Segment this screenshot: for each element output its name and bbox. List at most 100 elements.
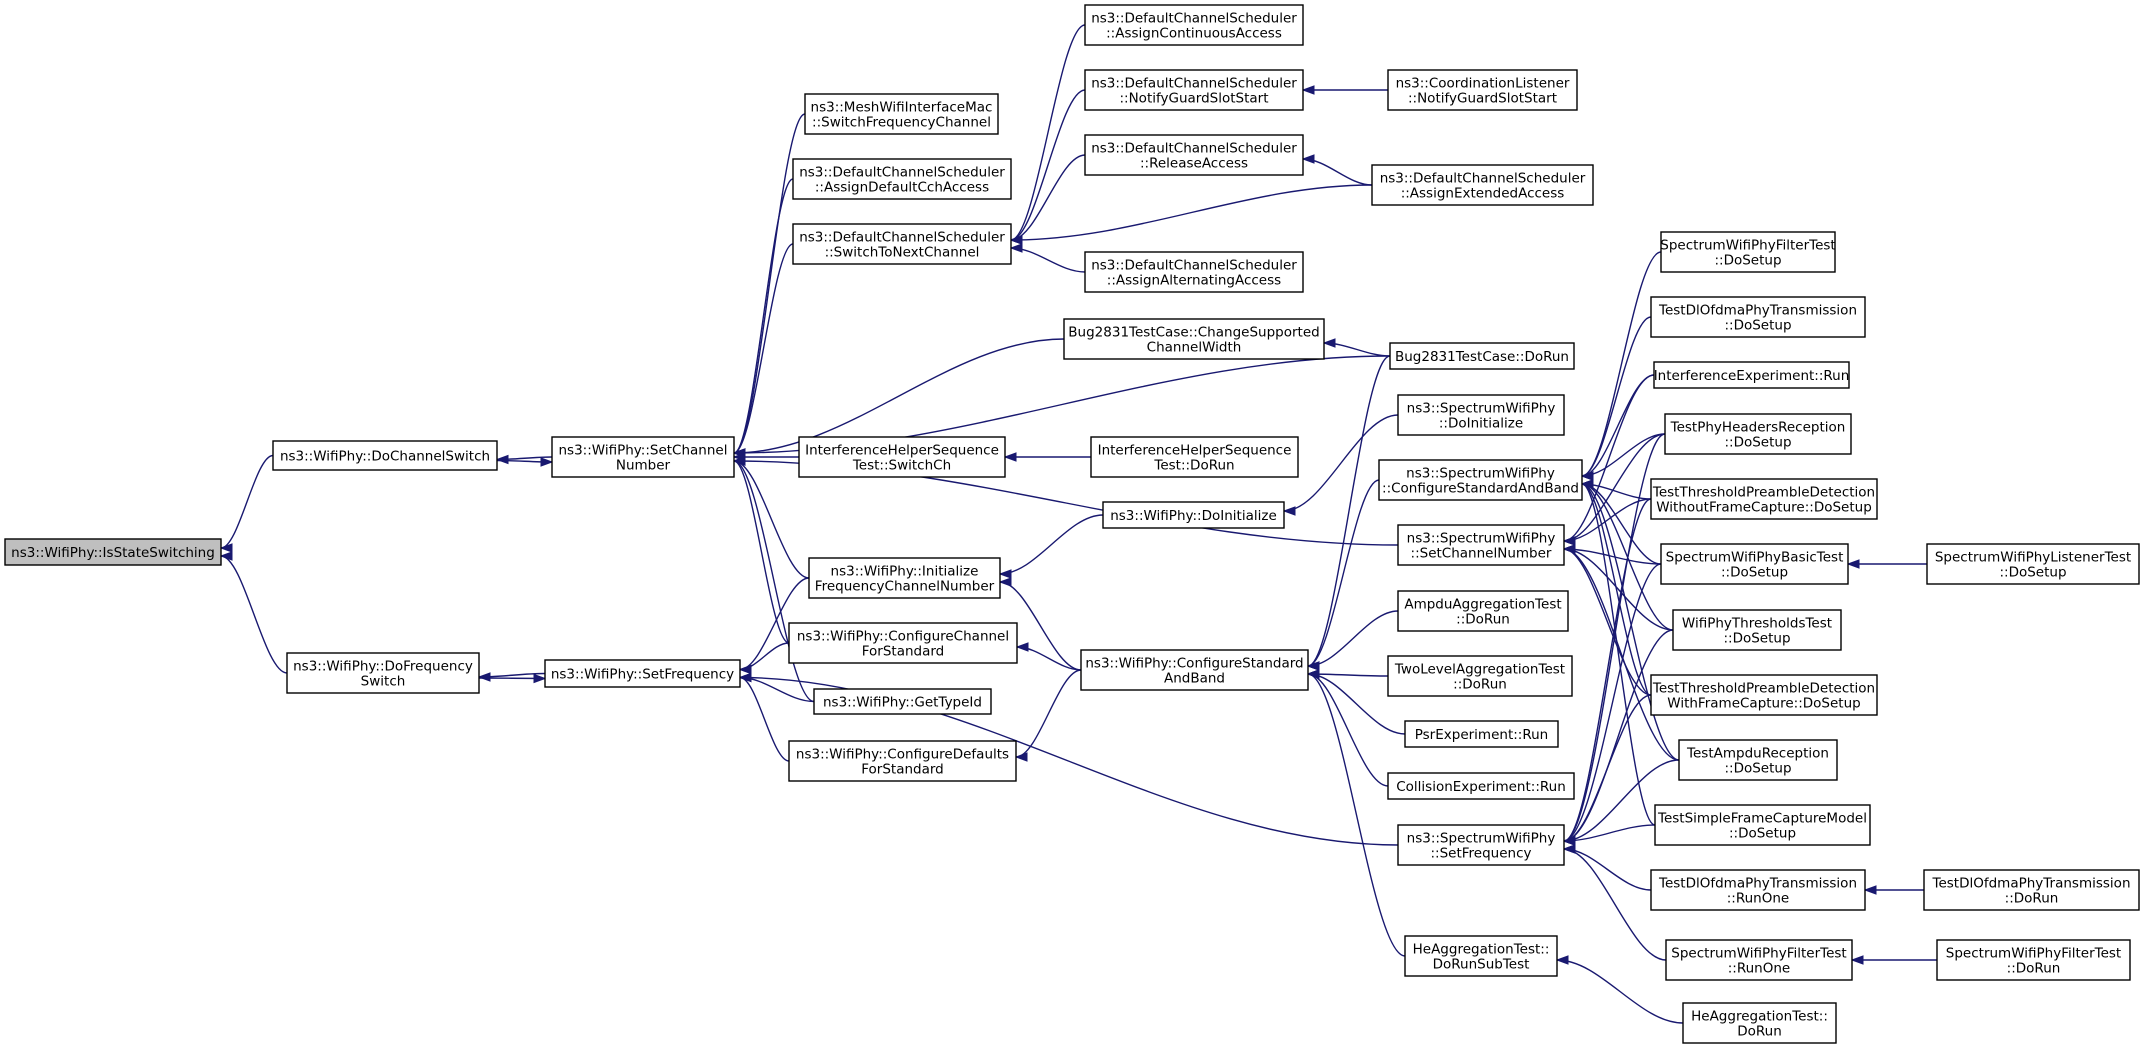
edge-line [739,676,1399,846]
node-ns3-wifiphy-setfrequency[interactable]: ns3::WifiPhy::SetFrequency [544,659,741,688]
node-label: Test::DoRun [1153,458,1234,474]
node-ns3-defaultchannelscheduler-releaseaccess[interactable]: ns3::DefaultChannelScheduler::ReleaseAcc… [1084,134,1304,176]
node-ns3-spectrumwifiphy-doinitialize[interactable]: ns3::SpectrumWifiPhy::DoInitialize [1397,394,1565,436]
node-label: ::SwitchFrequencyChannel [812,115,991,131]
arrowhead [1282,506,1296,516]
node-label: ns3::CoordinationListener [1396,76,1570,92]
arrowhead [495,454,509,465]
node-label: DoRunSubTest [1433,957,1530,973]
node-label: ChannelWidth [1147,340,1242,356]
node-bug2831testcase-dorun[interactable]: Bug2831TestCase::DoRun [1389,342,1575,370]
edge-n25-n36 [1580,433,1666,481]
arrowhead [1301,85,1315,95]
node-ns3-wifiphy-configuredefaultsforstandard[interactable]: ns3::WifiPhy::ConfigureDefaultsForStanda… [788,740,1017,782]
node-label: ns3::SpectrumWifiPhy [1406,466,1555,482]
edge-line [1563,694,1652,842]
node-ns3-defaultchannelscheduler-assignalternatingaccess[interactable]: ns3::DefaultChannelScheduler::AssignAlte… [1084,251,1304,293]
node-spectrumwifiphybasictest-dosetup[interactable]: SpectrumWifiPhyBasicTest::DoSetup [1660,543,1849,585]
node-testphyheadersreception-dosetup[interactable]: TestPhyHeadersReception::DoSetup [1664,413,1852,455]
node-testsimpleframecapturemodel-dosetup[interactable]: TestSimpleFrameCaptureModel::DoSetup [1654,804,1871,846]
node-ns3-wifiphy-initializefrequencychannelnumber[interactable]: ns3::WifiPhy::InitializeFrequencyChannel… [808,557,1001,599]
node-label: ::DoSetup [1999,565,2066,581]
node-ampduaggregationtest-dorun[interactable]: AmpduAggregationTest::DoRun [1397,590,1569,632]
node-label: ::DoSetup [1721,565,1788,581]
node-testthresholdpreambledetectionwithframecapture-dosetup[interactable]: TestThresholdPreambleDetectionWithFrameC… [1650,674,1878,716]
node-ns3-defaultchannelscheduler-switchtonextchannel[interactable]: ns3::DefaultChannelScheduler::SwitchToNe… [792,223,1012,265]
node-label: FrequencyChannelNumber [815,579,995,595]
node-testampdureception-dosetup[interactable]: TestAmpduReception::DoSetup [1678,739,1838,781]
arrowhead [998,569,1012,579]
node-spectrumwifiphylistenertest-dosetup[interactable]: SpectrumWifiPhyListenerTest::DoSetup [1926,543,2140,585]
node-label: ::DoRun [1453,677,1507,693]
node-ns3-spectrumwifiphy-setchannelnumber[interactable]: ns3::SpectrumWifiPhy::SetChannelNumber [1397,524,1565,566]
arrowhead [1301,154,1315,164]
arrowhead [732,456,746,466]
node-spectrumwifiphyfiltertest-runone[interactable]: SpectrumWifiPhyFilterTest::RunOne [1665,939,1853,981]
node-ns3-coordinationlistener-notifyguardslotstart[interactable]: ns3::CoordinationListener::NotifyGuardSl… [1387,69,1578,111]
node-label: ns3::WifiPhy::GetTypeId [823,695,982,711]
node-testdlofdmaphytransmission-dosetup[interactable]: TestDlOfdmaPhyTransmission::DoSetup [1650,296,1866,338]
edge-n19-n24 [1282,414,1399,516]
node-label: ::ReleaseAccess [1140,156,1248,172]
node-spectrumwifiphyfiltertest-dosetup[interactable]: SpectrumWifiPhyFilterTest::DoSetup [1660,231,1836,273]
node-box [1387,655,1573,697]
node-box [4,538,222,566]
node-box [804,93,999,135]
node-ns3-defaultchannelscheduler-assigncontinuousaccess[interactable]: ns3::DefaultChannelScheduler::AssignCont… [1084,4,1304,46]
node-ns3-wifiphy-isstateswitching[interactable]: ns3::WifiPhy::IsStateSwitching [4,538,222,566]
arrowhead [1009,243,1023,253]
node-ns3-spectrumwifiphy-setfrequency[interactable]: ns3::SpectrumWifiPhy::SetFrequency [1397,824,1565,866]
node-ns3-defaultchannelscheduler-assignextendedaccess[interactable]: ns3::DefaultChannelScheduler::AssignExte… [1371,164,1594,206]
node-testthresholdpreambledetectionwithoutframecapture-dosetup[interactable]: TestThresholdPreambleDetectionWithoutFra… [1650,478,1878,520]
node-label: TestPhyHeadersReception [1670,420,1846,436]
node-ns3-wifiphy-gettypeid[interactable]: ns3::WifiPhy::GetTypeId [813,688,992,715]
node-ns3-defaultchannelscheduler-assigndefaultcchaccess[interactable]: ns3::DefaultChannelScheduler::AssignDefa… [792,158,1012,200]
node-twolevelaggregationtest-dorun[interactable]: TwoLevelAggregationTest::DoRun [1387,655,1573,697]
node-collisionexperiment-run[interactable]: CollisionExperiment::Run [1387,772,1575,800]
arrowhead [533,673,547,684]
arrowhead [540,457,554,467]
node-label: ns3::WifiPhy::ConfigureChannel [797,629,1009,645]
node-label: ns3::DefaultChannelScheduler [799,230,1005,246]
node-wifiphythresholdstest-dosetup[interactable]: WifiPhyThresholdsTest::DoSetup [1672,609,1842,651]
node-label: TestDlOfdmaPhyTransmission [1932,876,2131,892]
node-heaggregationtest-dorunsubtest[interactable]: HeAggregationTest::DoRunSubTest [1404,935,1558,977]
node-testdlofdmaphytransmission-dorun[interactable]: TestDlOfdmaPhyTransmission::DoRun [1923,869,2140,911]
arrowhead [1555,955,1569,965]
node-ns3-wifiphy-doinitialize[interactable]: ns3::WifiPhy::DoInitialize [1102,501,1285,529]
node-ns3-wifiphy-configurechannelforstandard[interactable]: ns3::WifiPhy::ConfigureChannelForStandar… [788,622,1018,664]
edge-n4-n2 [478,673,547,684]
node-ns3-spectrumwifiphy-configurestandardandband[interactable]: ns3::SpectrumWifiPhy::ConfigureStandardA… [1378,459,1583,501]
node-box [551,436,735,478]
node-ns3-meshwifiinterfacemac-switchfrequencychannel[interactable]: ns3::MeshWifiInterfaceMac::SwitchFrequen… [804,93,999,135]
edge-line [1307,479,1380,667]
graph-nodes: ns3::WifiPhy::IsStateSwitchingns3::WifiP… [4,4,2140,1044]
edge-n20-n23 [1306,355,1391,671]
edge-line [1563,848,1652,891]
node-ns3-wifiphy-setchannelnumber[interactable]: ns3::WifiPhy::SetChannelNumber [551,436,735,478]
node-ns3-wifiphy-dochannelswitch[interactable]: ns3::WifiPhy::DoChannelSwitch [272,440,498,471]
node-psrexperiment-run[interactable]: PsrExperiment::Run [1404,720,1559,748]
node-spectrumwifiphyfiltertest-dorun[interactable]: SpectrumWifiPhyFilterTest::DoRun [1936,939,2131,981]
node-testdlofdmaphytransmission-runone[interactable]: TestDlOfdmaPhyTransmission::RunOne [1650,869,1866,911]
node-interferenceexperiment-run[interactable]: InterferenceExperiment::Run [1653,361,1850,389]
node-bug2831testcase-changesupportedchannelwidth[interactable]: Bug2831TestCase::ChangeSupportedChannelW… [1063,318,1325,360]
edge-line [220,454,274,549]
edge-line [1283,414,1399,512]
node-label: ns3::DefaultChannelScheduler [799,165,1005,181]
edge-line [1581,483,1656,826]
node-ns3-wifiphy-configurestandardandband[interactable]: ns3::WifiPhy::ConfigureStandardAndBand [1080,649,1309,691]
node-box [1404,720,1559,748]
node-heaggregationtest-dorun[interactable]: HeAggregationTest::DoRun [1682,1002,1837,1044]
node-label: ::DoSetup [1714,253,1781,269]
node-ns3-defaultchannelscheduler-notifyguardslotstart[interactable]: ns3::DefaultChannelScheduler::NotifyGuar… [1084,69,1304,111]
node-label: ns3::DefaultChannelScheduler [1091,76,1297,92]
node-label: PsrExperiment::Run [1415,727,1548,743]
node-box [1397,524,1565,566]
node-label: ns3::DefaultChannelScheduler [1380,171,1586,187]
node-box [544,659,741,688]
edge-line [1563,498,1652,842]
